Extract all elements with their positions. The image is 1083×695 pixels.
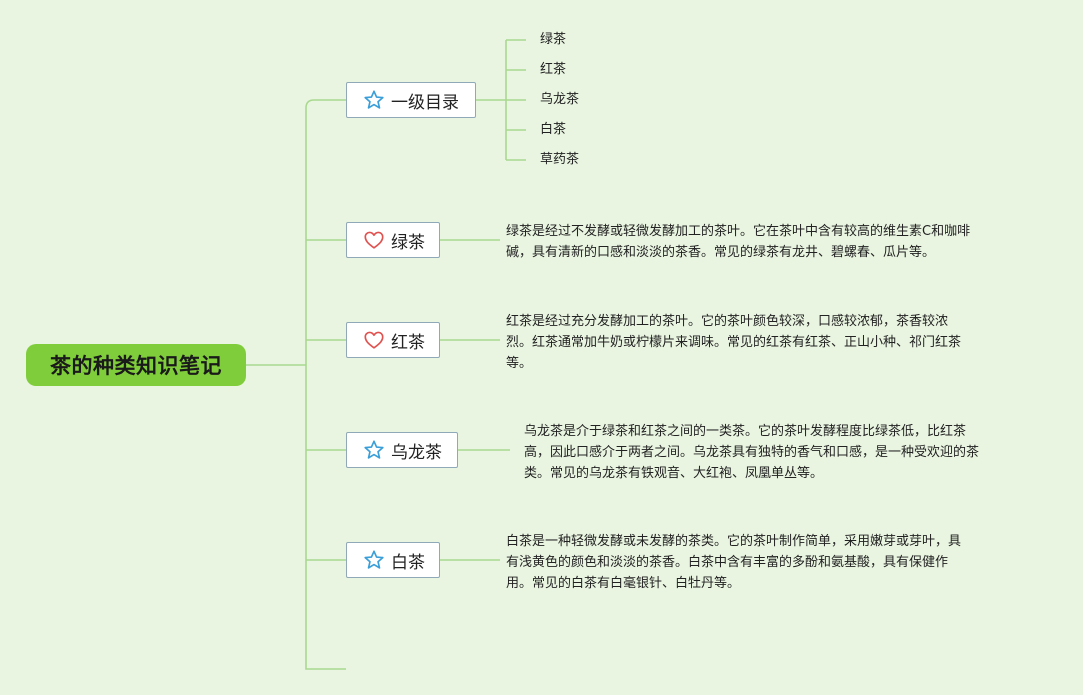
catalog-item-green-tea[interactable]: 绿茶: [540, 32, 567, 47]
branch-white-tea[interactable]: 白茶: [346, 542, 440, 578]
branch-catalog[interactable]: 一级目录: [346, 82, 476, 118]
catalog-item-white-tea[interactable]: 白茶: [540, 122, 567, 137]
desc-line: 用。常见的白茶有白毫银针、白牡丹等。: [506, 576, 741, 591]
desc-line: 绿茶是经过不发酵或轻微发酵加工的茶叶。它在茶叶中含有较高的维生素C和咖啡: [506, 224, 971, 239]
black-tea-description: 红茶是经过充分发酵加工的茶叶。它的茶叶颜色较深，口感较浓郁，茶香较浓 烈。红茶通…: [506, 311, 961, 374]
branch-oolong-tea[interactable]: 乌龙茶: [346, 432, 458, 468]
branch-green-tea[interactable]: 绿茶: [346, 222, 440, 258]
heart-icon: [363, 229, 385, 251]
desc-line: 高，因此口感介于两者之间。乌龙茶具有独特的香气和口感，是一种受欢迎的茶: [524, 445, 980, 460]
desc-line: 类。常见的乌龙茶有铁观音、大红袍、凤凰单丛等。: [524, 466, 824, 481]
desc-line: 白茶是一种轻微发酵或未发酵的茶类。它的茶叶制作简单，采用嫩芽或芽叶，具: [506, 534, 962, 549]
desc-line: 烈。红茶通常加牛奶或柠檬片来调味。常见的红茶有红茶、正山小种、祁门红茶: [506, 335, 962, 350]
catalog-item-oolong-tea[interactable]: 乌龙茶: [540, 92, 580, 107]
branch-label: 绿茶: [391, 232, 425, 253]
green-tea-description: 绿茶是经过不发酵或轻微发酵加工的茶叶。它在茶叶中含有较高的维生素C和咖啡 碱，具…: [506, 221, 970, 263]
root-topic[interactable]: 茶的种类知识笔记: [26, 344, 246, 386]
desc-line: 等。: [506, 356, 533, 371]
branch-label: 一级目录: [391, 92, 459, 113]
star-icon: [363, 89, 385, 111]
branch-label: 白茶: [391, 552, 425, 573]
root-title: 茶的种类知识笔记: [50, 354, 222, 378]
oolong-tea-description: 乌龙茶是介于绿茶和红茶之间的一类茶。它的茶叶发酵程度比绿茶低，比红茶 高，因此口…: [524, 421, 979, 484]
catalog-item-black-tea[interactable]: 红茶: [540, 62, 567, 77]
star-icon: [363, 439, 385, 461]
desc-line: 碱，具有清新的口感和淡淡的茶香。常见的绿茶有龙井、碧螺春、瓜片等。: [506, 245, 936, 260]
white-tea-description: 白茶是一种轻微发酵或未发酵的茶类。它的茶叶制作简单，采用嫩芽或芽叶，具 有浅黄色…: [506, 531, 961, 594]
heart-icon: [363, 329, 385, 351]
branch-label: 红茶: [391, 332, 425, 353]
catalog-item-herbal-tea[interactable]: 草药茶: [540, 152, 580, 167]
desc-line: 乌龙茶是介于绿茶和红茶之间的一类茶。它的茶叶发酵程度比绿茶低，比红茶: [524, 424, 967, 439]
branch-black-tea[interactable]: 红茶: [346, 322, 440, 358]
star-icon: [363, 549, 385, 571]
desc-line: 有浅黄色的颜色和淡淡的茶香。白茶中含有丰富的多酚和氨基酸，具有保健作: [506, 555, 949, 570]
desc-line: 红茶是经过充分发酵加工的茶叶。它的茶叶颜色较深，口感较浓郁，茶香较浓: [506, 314, 949, 329]
branch-label: 乌龙茶: [391, 442, 442, 463]
